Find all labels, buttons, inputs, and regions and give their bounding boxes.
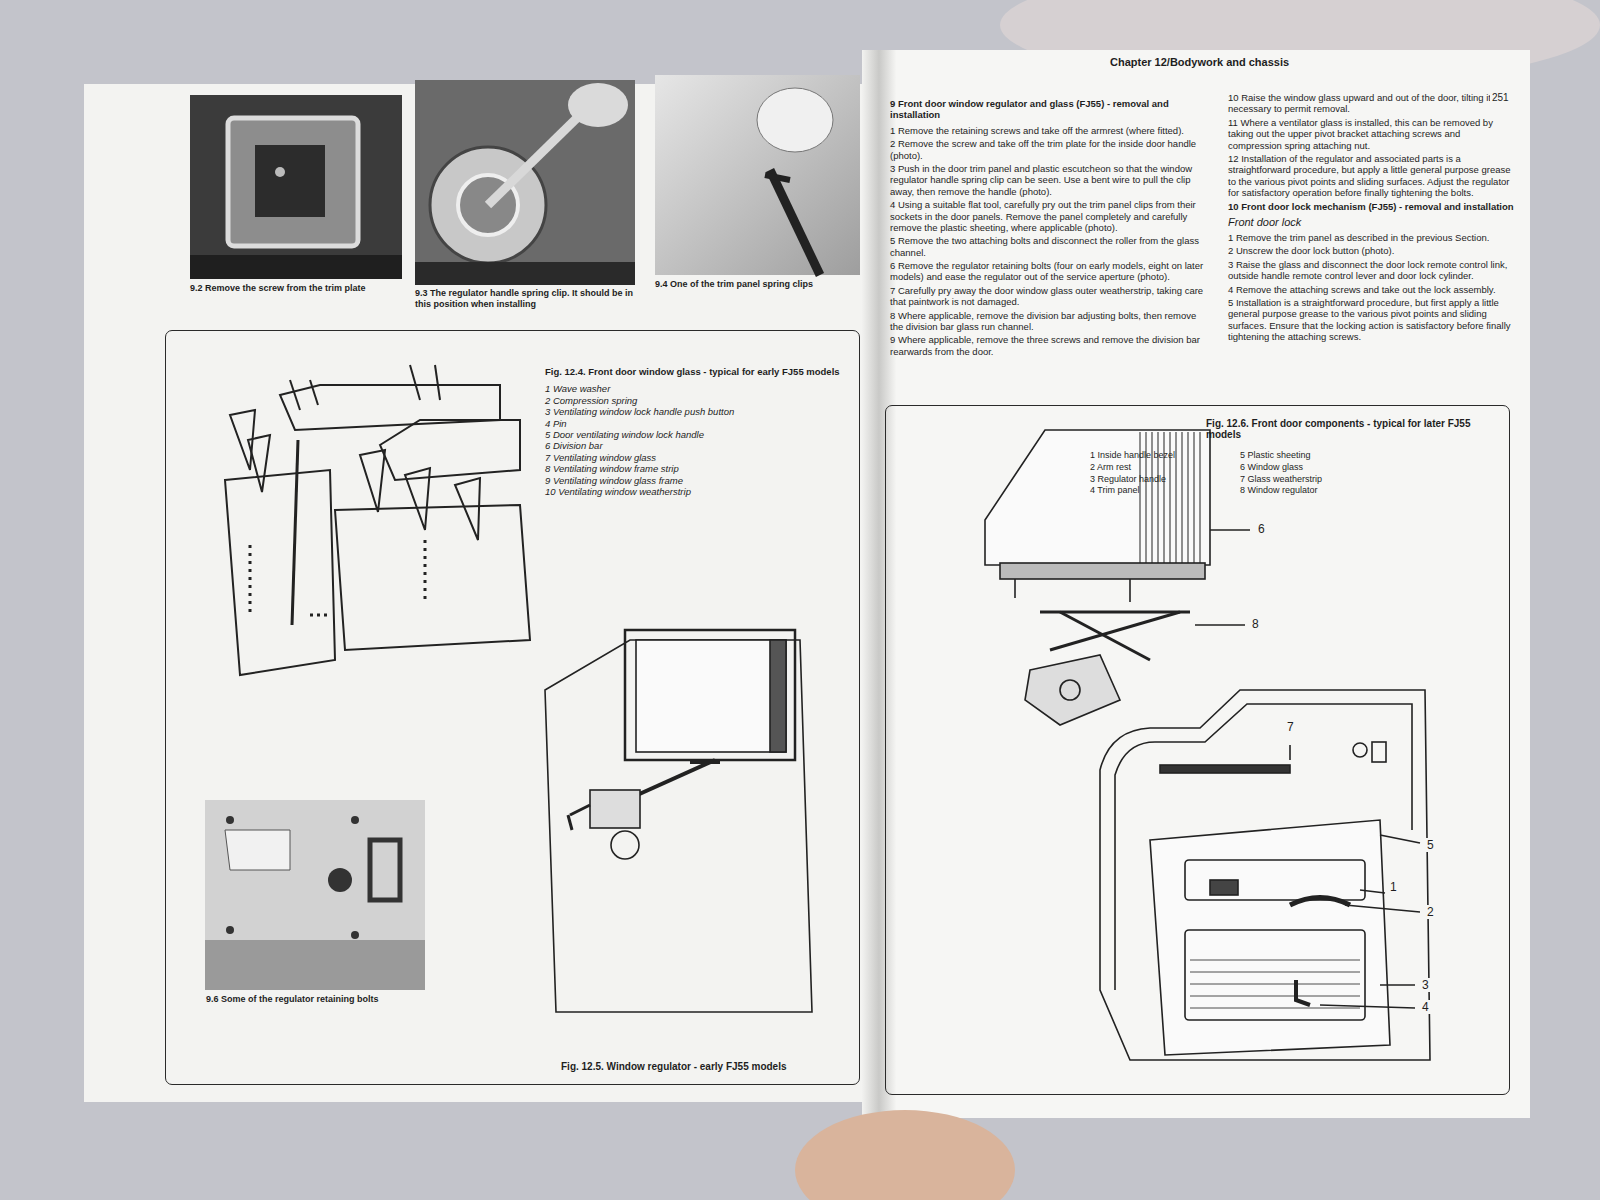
parts-list-item: 5 Door ventilating window lock handle — [545, 429, 845, 440]
text-column: 1 Inside handle bezel2 Arm rest3 Regulat… — [1090, 450, 1230, 497]
parts-list-item: 4 Trim panel — [1090, 485, 1230, 496]
body-paragraph: 9 Where applicable, remove the three scr… — [890, 334, 1208, 357]
parts-list-item: 2 Compression spring — [545, 395, 845, 406]
body-paragraph: 1 Remove the trim panel as described in … — [1228, 232, 1514, 243]
body-paragraph: 3 Push in the door trim panel and plasti… — [890, 163, 1208, 197]
photo-caption: 9.4 One of the trim panel spring clips — [655, 279, 860, 290]
body-paragraph: 4 Remove the attaching screws and take o… — [1228, 284, 1514, 295]
body-paragraph: 2 Remove the screw and take off the trim… — [890, 138, 1208, 161]
parts-list-item: 7 Ventilating window glass — [545, 452, 845, 463]
callout-number: 4 — [1420, 1000, 1431, 1014]
parts-list-item: 8 Ventilating window frame strip — [545, 463, 845, 474]
figure-caption: Fig. 12.5. Window regulator - early FJ55… — [561, 1061, 851, 1072]
parts-list-item: 3 Regulator handle — [1090, 474, 1230, 485]
body-paragraph: 8 Where applicable, remove the division … — [890, 310, 1208, 333]
parts-list-item: 8 Window regulator — [1240, 485, 1390, 496]
body-paragraph: 6 Remove the regulator retaining bolts (… — [890, 260, 1208, 283]
photo-caption: 9.6 Some of the regulator retaining bolt… — [206, 994, 428, 1005]
body-paragraph: 5 Installation is a straightforward proc… — [1228, 297, 1514, 343]
body-paragraph: 10 Raise the window glass upward and out… — [1228, 92, 1514, 115]
callout-number: 3 — [1420, 978, 1431, 992]
section-heading: 10 Front door lock mechanism (FJ55) - re… — [1228, 201, 1514, 212]
body-paragraph: 1 Remove the retaining screws and take o… — [890, 125, 1208, 136]
body-paragraph: 7 Carefully pry away the door window gla… — [890, 285, 1208, 308]
parts-list-item: 1 Wave washer — [545, 383, 845, 394]
callout-number: 7 — [1285, 720, 1296, 734]
body-paragraph: 5 Remove the two attaching bolts and dis… — [890, 235, 1208, 258]
photo-caption: 9.2 Remove the screw from the trim plate — [190, 283, 402, 294]
body-paragraph: 3 Raise the glass and disconnect the doo… — [1228, 259, 1514, 282]
sub-heading: Front door lock — [1228, 216, 1514, 229]
parts-list-item: 2 Arm rest — [1090, 462, 1230, 473]
parts-list-item: 4 Pin — [545, 418, 845, 429]
parts-list-item: 5 Plastic sheeting — [1240, 450, 1390, 461]
callout-number: 8 — [1250, 617, 1261, 631]
parts-list-item: 1 Inside handle bezel — [1090, 450, 1230, 461]
figure-caption: Fig. 12.6. Front door components - typic… — [1206, 418, 1501, 440]
parts-list-item: 7 Glass weatherstrip — [1240, 474, 1390, 485]
callout-number: 5 — [1425, 838, 1436, 852]
parts-list-item: 6 Division bar — [545, 440, 845, 451]
parts-list-item: 9 Ventilating window glass frame — [545, 475, 845, 486]
section-heading: 9 Front door window regulator and glass … — [890, 98, 1208, 121]
callout-number: 1 — [1388, 880, 1399, 894]
body-paragraph: 4 Using a suitable flat tool, carefully … — [890, 199, 1208, 233]
figure-caption: Fig. 12.4. Front door window glass - typ… — [545, 366, 845, 377]
body-paragraph: 11 Where a ventilator glass is installed… — [1228, 117, 1514, 151]
text-column: Fig. 12.4. Front door window glass - typ… — [545, 366, 845, 497]
body-paragraph: 12 Installation of the regulator and ass… — [1228, 153, 1514, 199]
text-column: 9 Front door window regulator and glass … — [890, 98, 1208, 359]
photo-caption: 9.3 The regulator handle spring clip. It… — [415, 288, 637, 310]
photo-plate: 9.3 The regulator handle spring clip. It… — [415, 80, 637, 310]
callout-number: 2 — [1425, 905, 1436, 919]
photo-plate: 9.4 One of the trim panel spring clips — [655, 75, 860, 290]
body-paragraph: 2 Unscrew the door lock button (photo). — [1228, 245, 1514, 256]
text-column: 5 Plastic sheeting6 Window glass7 Glass … — [1240, 450, 1390, 497]
parts-list-item: 10 Ventilating window weatherstrip — [545, 486, 845, 497]
figure-frame: Fig. 12.5. Window regulator - early FJ55… — [165, 330, 860, 1085]
photo-plate: 9.6 Some of the regulator retaining bolt… — [206, 801, 428, 1005]
photo-plate: 9.2 Remove the screw from the trim plate — [190, 95, 402, 294]
figure-frame: Fig. 12.6. Front door components - typic… — [885, 405, 1510, 1095]
parts-list-item: 3 Ventilating window lock handle push bu… — [545, 406, 845, 417]
page-number: 251 — [1490, 92, 1511, 104]
parts-list-item: 6 Window glass — [1240, 462, 1390, 473]
text-column: 10 Raise the window glass upward and out… — [1228, 92, 1514, 345]
running-head: Chapter 12/Bodywork and chassis — [1110, 56, 1289, 68]
callout-number: 6 — [1256, 522, 1267, 536]
